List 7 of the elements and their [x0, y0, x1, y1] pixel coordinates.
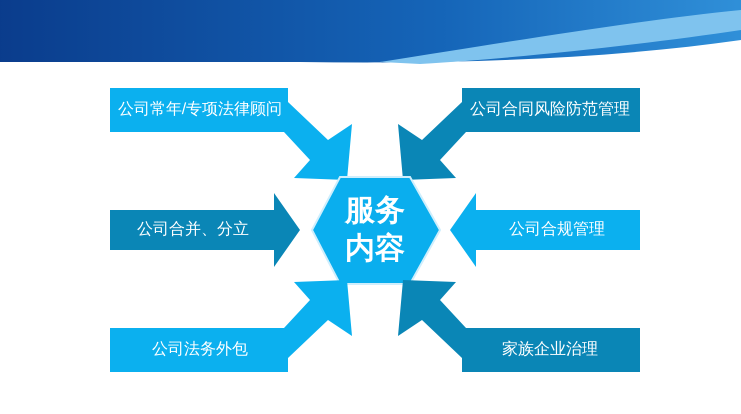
arrow-label: 公司常年/专项法律顾问 — [116, 100, 284, 120]
arrow-label: 公司合并、分立 — [136, 220, 250, 240]
center-title: 服务内容 — [344, 193, 406, 267]
arrow-label: 公司法务外包 — [151, 340, 249, 360]
arrow-label: 公司合规管理 — [508, 220, 606, 240]
arrow-label: 公司合同风险防范管理 — [469, 100, 631, 120]
arrow-label: 家族企业治理 — [501, 340, 599, 360]
